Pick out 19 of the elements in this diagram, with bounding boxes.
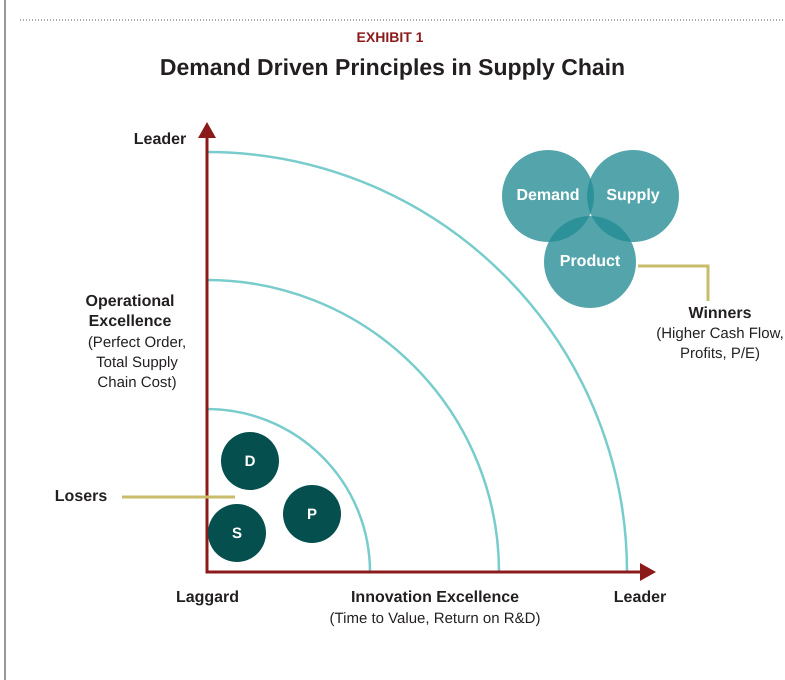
title: Demand Driven Principles in Supply Chain bbox=[158, 54, 626, 81]
venn-circle: Supply bbox=[587, 150, 679, 242]
axis-subtitle: (Time to Value, Return on R&D) bbox=[328, 609, 542, 629]
circle-marker: S bbox=[208, 504, 266, 562]
axis-subtitle: (Perfect Order, Total Supply Chain Cost) bbox=[86, 333, 188, 393]
exhibit-label: EXHIBIT 1 bbox=[356, 28, 424, 47]
circle-marker: D bbox=[221, 432, 279, 490]
circle-marker: P bbox=[283, 485, 341, 543]
category-label: Losers bbox=[54, 487, 108, 507]
leader-line bbox=[122, 496, 235, 498]
axis-title: Innovation Excellence bbox=[350, 588, 520, 608]
axis-title: Operational Excellence bbox=[84, 292, 176, 332]
leader-line bbox=[638, 264, 710, 301]
venn-circle: Product bbox=[544, 216, 636, 308]
axis-label: Leader bbox=[132, 130, 188, 150]
axis-label: Laggard bbox=[174, 588, 240, 608]
axis-label: Leader bbox=[612, 588, 668, 608]
note-text: (Higher Cash Flow, Profits, P/E) bbox=[655, 324, 785, 364]
category-label: Winners bbox=[688, 304, 752, 324]
